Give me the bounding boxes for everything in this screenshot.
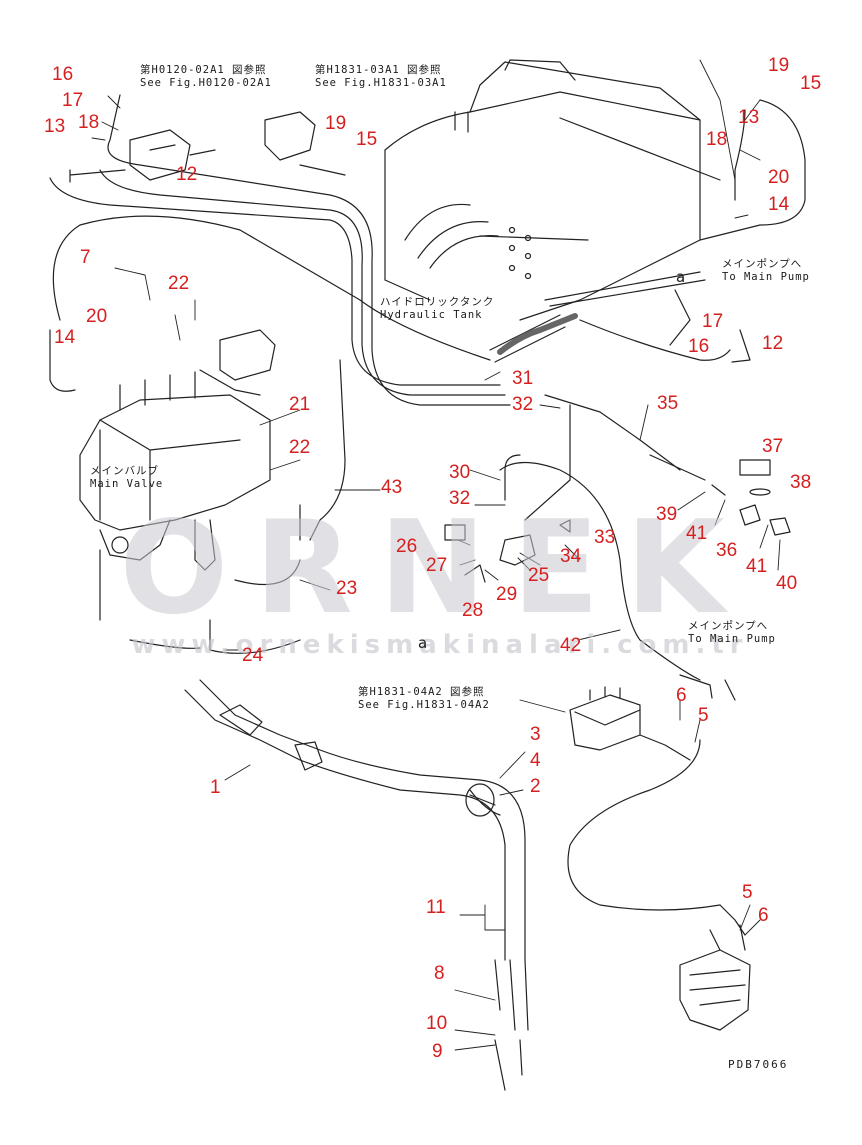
center-block-drawing bbox=[444, 454, 571, 583]
callout-number: 1 bbox=[210, 777, 221, 798]
callout-number: 32 bbox=[512, 394, 534, 415]
callout-number: 22 bbox=[289, 437, 311, 458]
callout-number: 12 bbox=[762, 333, 784, 354]
callout-number: 14 bbox=[54, 327, 76, 348]
callout-number: 38 bbox=[790, 472, 812, 493]
callout-number: 32 bbox=[449, 488, 471, 509]
callout-number: 13 bbox=[44, 116, 66, 137]
callout-number: 19 bbox=[325, 113, 347, 134]
callout-number: 13 bbox=[738, 107, 760, 128]
main-valve-label-en: Main Valve bbox=[90, 478, 164, 491]
callout-number: 34 bbox=[560, 546, 582, 567]
callout-number: 30 bbox=[449, 462, 471, 483]
main-valve-label: メインバルブ Main Valve bbox=[90, 465, 163, 491]
figure-code: PDB7066 bbox=[728, 1058, 789, 1071]
callout-number: 29 bbox=[496, 584, 518, 605]
callout-number: 18 bbox=[78, 112, 100, 133]
callout-number: 9 bbox=[432, 1041, 443, 1062]
callout-number: 11 bbox=[426, 897, 446, 918]
callout-number: 40 bbox=[776, 573, 798, 594]
callout-number: 3 bbox=[530, 724, 541, 745]
ref-label-h0120: 第H0120-02A1 図参照 See Fig.H0120-02A1 bbox=[140, 64, 272, 90]
callout-number: 7 bbox=[80, 247, 91, 268]
callout-number: 15 bbox=[800, 73, 822, 94]
view-letter-a-lower: a bbox=[418, 634, 428, 652]
to-main-pump-label-upper: メインポンプへ To Main Pump bbox=[722, 258, 810, 284]
callout-number: 16 bbox=[52, 64, 74, 85]
to-main-pump-label-upper-en: To Main Pump bbox=[722, 271, 810, 284]
watermark-brand: ORNEK bbox=[119, 494, 751, 643]
callout-number: 41 bbox=[686, 523, 708, 544]
callout-number: 25 bbox=[528, 565, 550, 586]
main-valve-label-jp: メインバルブ bbox=[90, 465, 159, 477]
ref-label-h1831-04-jp: 第H1831-04A2 図参照 bbox=[358, 686, 485, 698]
hydraulic-tank-label-jp: ハイドロリックタンク bbox=[380, 296, 495, 308]
main-pump-drawing bbox=[679, 904, 751, 1031]
callout-number: 18 bbox=[706, 129, 728, 150]
callout-number: 20 bbox=[86, 306, 108, 327]
callout-number: 36 bbox=[716, 540, 738, 561]
callout-number: 5 bbox=[742, 882, 753, 903]
ref-label-h1831-03-en: See Fig.H1831-03A1 bbox=[315, 77, 447, 90]
callout-number: 17 bbox=[62, 90, 84, 111]
bottom-hose-bundle bbox=[184, 679, 529, 1091]
callout-number: 15 bbox=[356, 129, 378, 150]
to-main-pump-label-lower-jp: メインポンプへ bbox=[688, 620, 769, 632]
callout-number: 41 bbox=[746, 556, 768, 577]
callout-number: 2 bbox=[530, 776, 541, 797]
callout-number: 35 bbox=[657, 393, 679, 414]
callout-number: 42 bbox=[560, 635, 582, 656]
ref-label-h0120-jp: 第H0120-02A1 図参照 bbox=[140, 64, 267, 76]
main-valve-drawing bbox=[79, 329, 276, 571]
callout-number: 43 bbox=[381, 477, 403, 498]
hydraulic-tank-drawing bbox=[384, 59, 721, 363]
watermark-url: www.ornekismakinalari.com.tr bbox=[131, 630, 749, 660]
callout-number: 23 bbox=[336, 578, 358, 599]
ref-label-h1831-04: 第H1831-04A2 図参照 See Fig.H1831-04A2 bbox=[358, 686, 490, 712]
to-main-pump-label-lower-en: To Main Pump bbox=[688, 633, 776, 646]
right-fittings-drawing bbox=[649, 289, 791, 701]
ref-label-h1831-03: 第H1831-03A1 図参照 See Fig.H1831-03A1 bbox=[315, 64, 447, 90]
hydraulic-tank-label: ハイドロリックタンク Hydraulic Tank bbox=[380, 296, 494, 322]
to-main-pump-label-upper-jp: メインポンプへ bbox=[722, 258, 803, 270]
callout-number: 16 bbox=[688, 336, 710, 357]
callout-number: 33 bbox=[594, 527, 616, 548]
callout-number: 17 bbox=[702, 311, 724, 332]
callout-number: 14 bbox=[768, 194, 790, 215]
callout-number: 6 bbox=[676, 685, 687, 706]
ref-label-h1831-03-jp: 第H1831-03A1 図参照 bbox=[315, 64, 442, 76]
to-main-pump-label-lower: メインポンプへ To Main Pump bbox=[688, 620, 776, 646]
callout-number: 22 bbox=[168, 273, 190, 294]
callout-number: 20 bbox=[768, 167, 790, 188]
callout-number: 24 bbox=[242, 645, 264, 666]
callout-number: 12 bbox=[176, 164, 198, 185]
callout-number: 21 bbox=[289, 394, 311, 415]
hydraulic-tank-label-en: Hydraulic Tank bbox=[380, 309, 483, 322]
callout-number: 8 bbox=[434, 963, 445, 984]
callout-number: 27 bbox=[426, 555, 448, 576]
callout-number: 28 bbox=[462, 600, 484, 621]
callout-leader-lines bbox=[91, 59, 781, 1051]
callout-number: 19 bbox=[768, 55, 790, 76]
callout-number: 39 bbox=[656, 504, 678, 525]
hose-routing bbox=[49, 94, 806, 911]
ref-label-h0120-en: See Fig.H0120-02A1 bbox=[140, 77, 272, 90]
callout-number: 26 bbox=[396, 536, 418, 557]
callout-number: 5 bbox=[698, 705, 709, 726]
callout-number: 4 bbox=[530, 750, 541, 771]
callout-number: 37 bbox=[762, 436, 784, 457]
ref-label-h1831-04-en: See Fig.H1831-04A2 bbox=[358, 699, 490, 712]
view-letter-a-upper: a bbox=[676, 268, 686, 286]
solenoid-valve-drawings bbox=[69, 111, 346, 183]
callout-number: 31 bbox=[512, 368, 534, 389]
callout-number: 6 bbox=[758, 905, 769, 926]
callout-number: 10 bbox=[426, 1013, 448, 1034]
control-valve-drawing bbox=[569, 686, 691, 761]
